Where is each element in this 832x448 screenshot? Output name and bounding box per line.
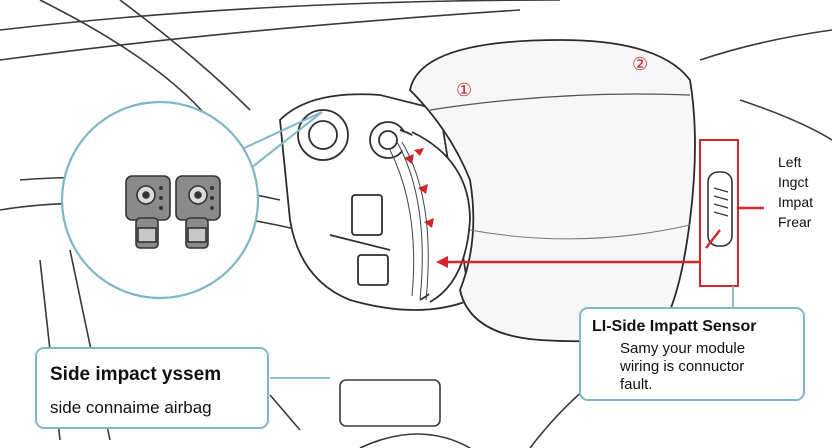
description-line: fault. <box>620 376 653 393</box>
left-label-box <box>35 347 269 429</box>
right-label-box <box>579 307 805 401</box>
wire-harness <box>389 139 429 301</box>
callout-two: ② <box>632 54 649 74</box>
sensor-label: Impat <box>778 194 814 210</box>
sensor-label-list: Left Ingct Impat Frear <box>778 152 813 232</box>
sensor-highlight <box>699 139 739 287</box>
sensor-label: Left <box>778 154 802 170</box>
description-line: wiring is connuctor <box>620 358 745 375</box>
pointer-arrows <box>440 206 764 264</box>
callout-one: ① <box>456 80 473 100</box>
label-leader-lines <box>270 286 734 379</box>
left-panel-title: Side impact yssem <box>50 364 222 385</box>
left-panel-subtitle: side connaime airbag <box>50 398 212 417</box>
sensor-label: Ingct <box>778 174 809 190</box>
sensor-connectors-icon <box>125 175 221 249</box>
arrow-head <box>436 256 448 268</box>
right-panel-title: LI-Side Impatt Sensor <box>592 318 757 335</box>
right-panel-description: Samy your module wiring is connuctor fau… <box>620 340 800 394</box>
sensor-label: Frear <box>778 214 812 230</box>
description-line: Samy your module <box>620 340 746 357</box>
